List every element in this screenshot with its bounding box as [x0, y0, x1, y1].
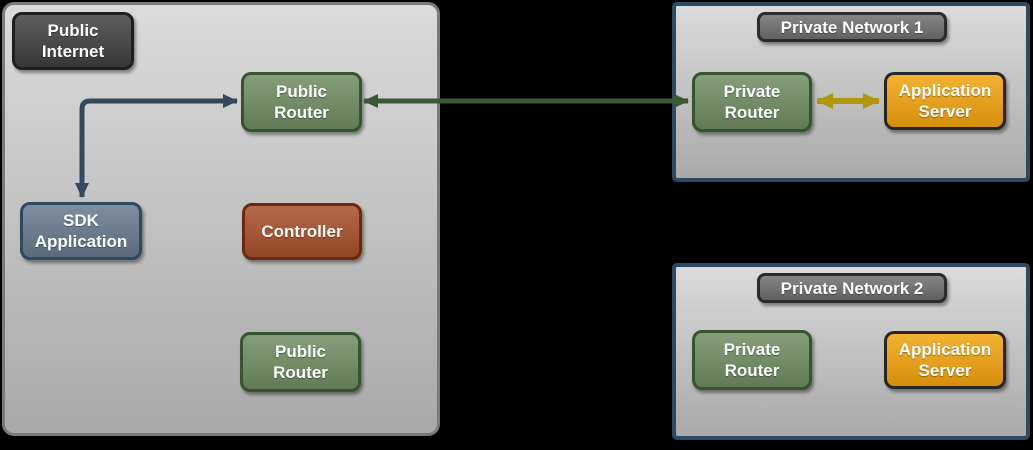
controller-node: Controller [242, 203, 362, 260]
private-network-2-title-badge: Private Network 2 [757, 273, 947, 303]
public-router-bottom-node: Public Router [240, 332, 361, 392]
private-network-1-application-server-node: Application Server [884, 72, 1006, 130]
public-router-top-node: Public Router [241, 72, 362, 132]
sdk-application-node: SDK Application [20, 202, 142, 260]
public-internet-label-node: Public Internet [12, 12, 134, 70]
private-network-1-title-badge: Private Network 1 [757, 12, 947, 42]
private-network-2-private-router-node: Private Router [692, 330, 812, 390]
private-network-2-application-server-node: Application Server [884, 331, 1006, 389]
private-network-1-private-router-node: Private Router [692, 72, 812, 132]
